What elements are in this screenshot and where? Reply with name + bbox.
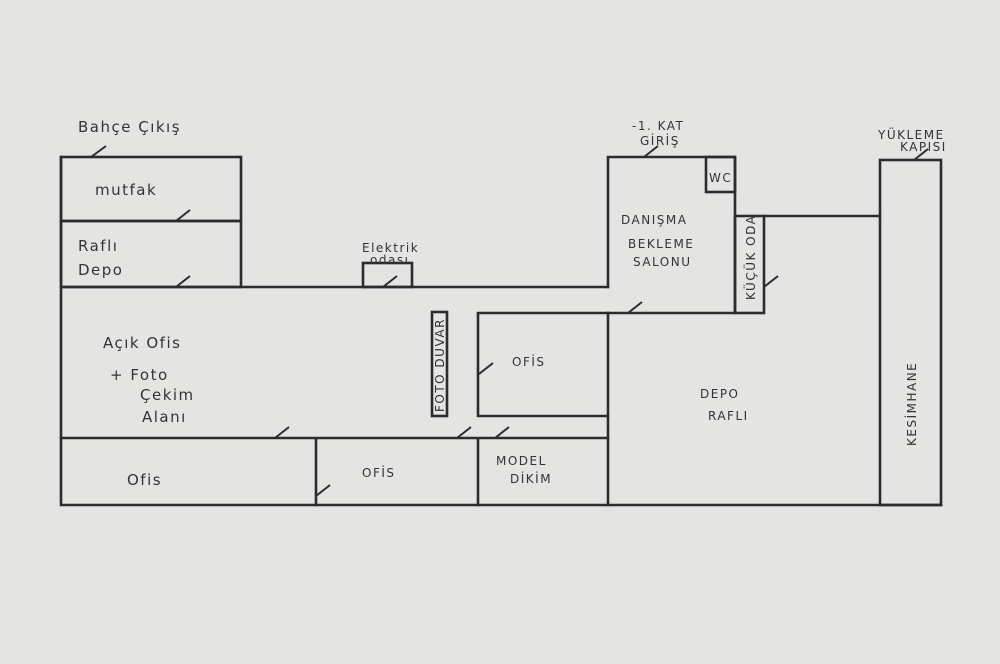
door-mark — [274, 426, 290, 439]
reception-label-3: SALONU — [633, 255, 692, 269]
door-mark — [90, 145, 107, 158]
open-office-label-2: + Foto — [110, 366, 169, 384]
model-sewing-label-2: DİKİM — [510, 471, 552, 486]
door-mark — [627, 301, 643, 314]
garden-exit-label: Bahçe Çıkış — [78, 118, 181, 136]
small-room — [733, 214, 766, 315]
open-office-label-4: Alanı — [142, 408, 187, 426]
storage-label-2: RAFLI — [708, 409, 749, 423]
kitchen-label: mutfak — [95, 181, 157, 199]
photo-wall — [430, 310, 449, 418]
shelf-storage-label-1: Raflı — [78, 237, 118, 255]
door-mark — [175, 209, 191, 222]
wc-room — [704, 155, 737, 194]
small-room-label: KÜÇÜK ODA — [742, 215, 758, 300]
open-office-label-3: Çekim — [140, 386, 195, 404]
door-mark — [763, 275, 779, 288]
bottom-rooms — [59, 436, 610, 507]
bottom-mid-office-label: OFİS — [362, 465, 396, 480]
outer-wall — [59, 155, 943, 507]
labels: Bahçe Çıkış mutfak Raflı Depo Elektrik o… — [78, 118, 947, 489]
bottom-left-office-label: Ofis — [127, 471, 162, 489]
door-mark — [315, 484, 331, 497]
storage-label-1: DEPO — [700, 387, 740, 401]
electric-label-1: Elektrik — [362, 241, 419, 255]
door-mark — [478, 362, 494, 375]
door-mark — [494, 426, 510, 439]
doors — [90, 145, 929, 497]
loading-door-label-2: KAPISI — [900, 140, 947, 154]
center-office-room — [476, 311, 610, 418]
door-mark — [456, 426, 472, 439]
cutting-room — [878, 158, 943, 507]
wc-label: WC — [709, 171, 732, 185]
door-mark — [913, 148, 929, 161]
model-sewing-label-1: MODEL — [496, 454, 547, 468]
loading-door-label-1: YÜKLEME — [877, 126, 945, 142]
reception-label-1: DANIŞMA — [621, 213, 687, 227]
electric-label-2: odası — [370, 253, 409, 267]
door-mark — [175, 275, 191, 288]
door-mark — [382, 275, 398, 288]
reception-label-2: BEKLEME — [628, 237, 694, 251]
center-office-label: OFİS — [512, 354, 546, 369]
photo-wall-label: FOTO DUVAR — [433, 318, 447, 412]
basement-entry-label-2: GİRİŞ — [640, 133, 680, 148]
shelf-storage-label-2: Depo — [78, 261, 123, 279]
cutting-room-label: KESİMHANE — [904, 362, 919, 446]
open-office-label-1: Açık Ofis — [103, 334, 181, 352]
basement-entry-label-1: -1. KAT — [632, 119, 684, 133]
door-mark — [643, 145, 659, 158]
walls — [59, 155, 943, 507]
